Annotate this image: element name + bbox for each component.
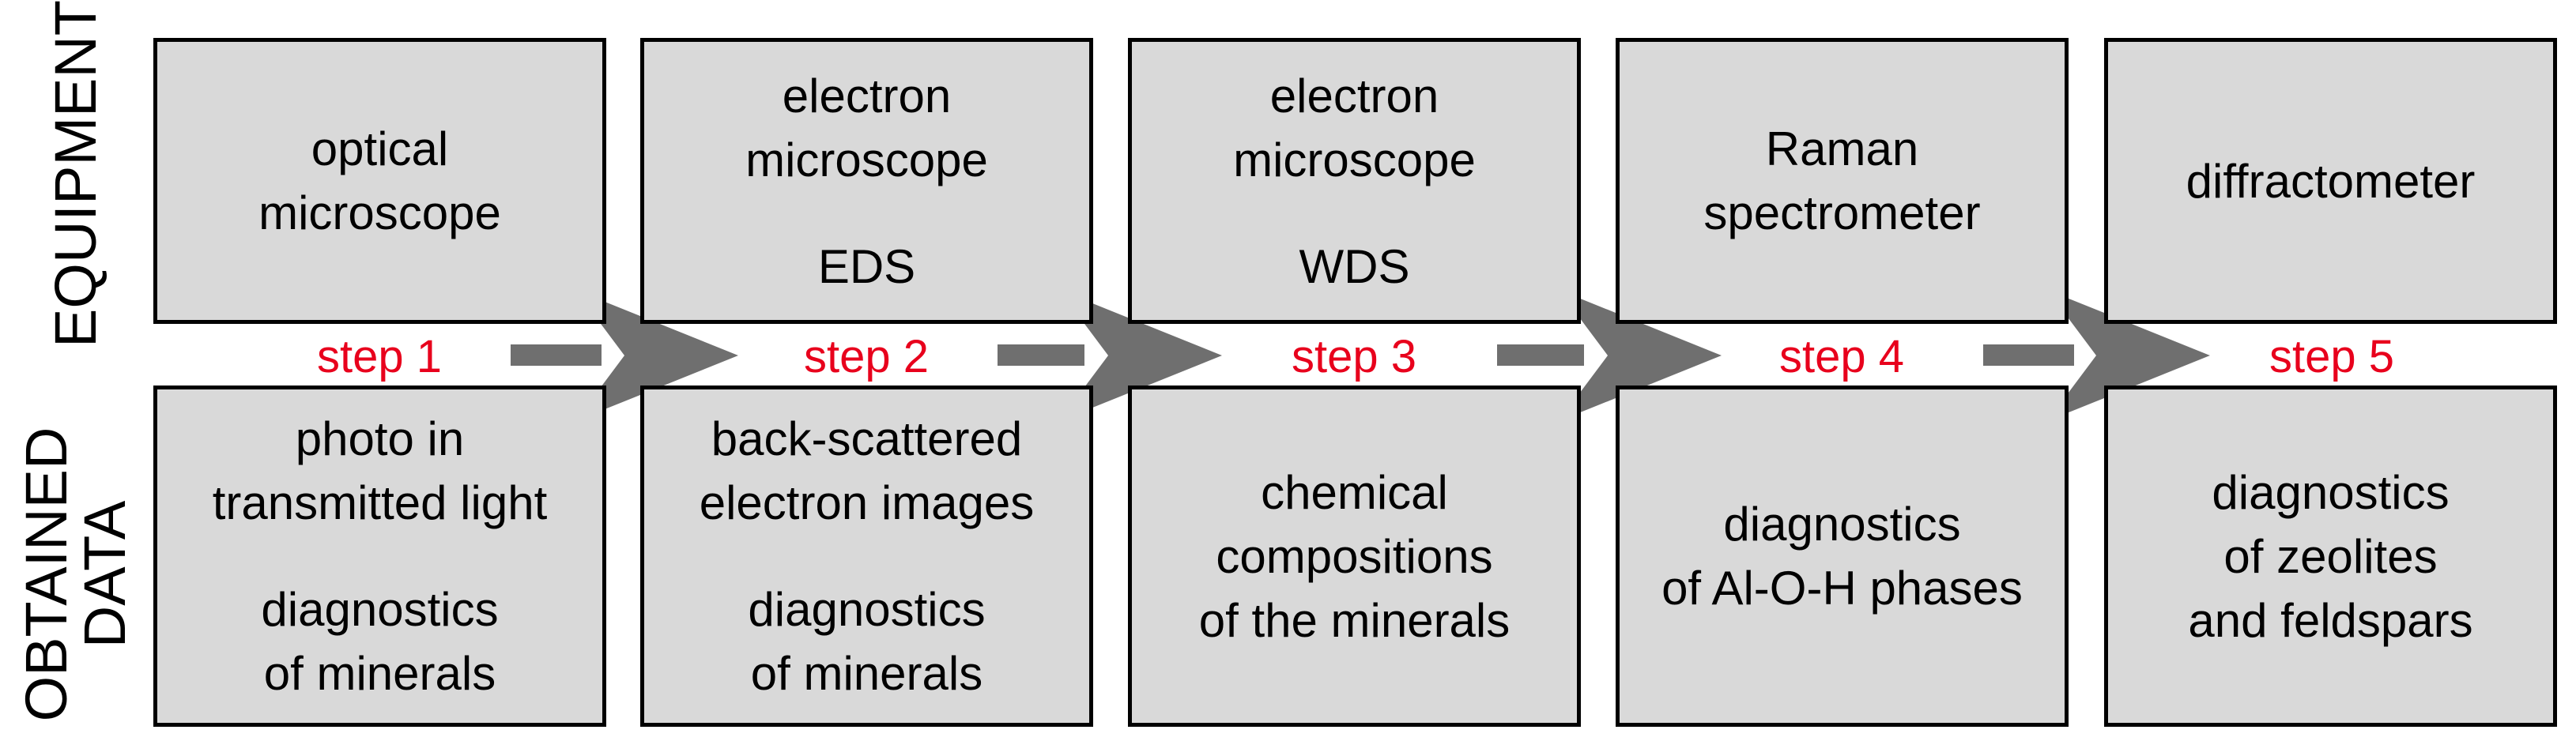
equipment-text: optical xyxy=(311,122,449,175)
data-text: of zeolites xyxy=(2223,529,2438,583)
data-box-step1: photo in transmitted light diagnostics o… xyxy=(153,386,606,727)
equipment-box-step3: electron microscope WDS xyxy=(1128,38,1581,324)
equipment-text: Raman xyxy=(1765,122,1919,175)
step-label-3: step 3 xyxy=(1292,331,1416,382)
data-text: compositions xyxy=(1216,529,1493,583)
data-text: photo in xyxy=(295,412,465,465)
equipment-text: microscope xyxy=(745,133,988,186)
data-text: of Al-O-H phases xyxy=(1661,562,2023,615)
data-text: chemical xyxy=(1261,465,1448,519)
step-label-4: step 4 xyxy=(1779,331,1904,382)
step-label-2: step 2 xyxy=(804,331,929,382)
data-text: of minerals xyxy=(263,647,496,700)
data-text: of the minerals xyxy=(1198,593,1511,647)
data-text: back-scattered xyxy=(711,412,1023,465)
data-box-step5: diagnostics of zeolites and feldspars xyxy=(2104,386,2557,727)
arrow-step3-to-step4 xyxy=(1497,290,1722,421)
equipment-box-step5: diffractometer xyxy=(2104,38,2557,324)
data-text: diagnostics xyxy=(2212,465,2450,519)
data-text: transmitted light xyxy=(212,476,548,529)
equipment-text: EDS xyxy=(817,239,916,293)
arrow-step2-to-step3 xyxy=(998,290,1222,421)
data-text: diagnostics xyxy=(261,583,499,636)
data-text: of minerals xyxy=(750,647,983,700)
equipment-text: WDS xyxy=(1299,239,1410,293)
data-box-step2: back-scattered electron images diagnosti… xyxy=(640,386,1093,727)
equipment-box-step2: electron microscope EDS xyxy=(640,38,1093,324)
data-text: diagnostics xyxy=(1723,498,1961,551)
equipment-text: electron xyxy=(1269,69,1439,122)
arrow-step1-to-step2 xyxy=(511,290,738,421)
data-text: and feldspars xyxy=(2188,593,2473,647)
equipment-text: microscope xyxy=(1233,133,1476,186)
equipment-box-step4: Raman spectrometer xyxy=(1616,38,2069,324)
data-box-step4: diagnostics of Al-O-H phases xyxy=(1616,386,2069,727)
data-text: electron images xyxy=(699,476,1035,529)
equipment-box-step1: optical microscope xyxy=(153,38,606,324)
equipment-text: diffractometer xyxy=(2186,154,2476,208)
equipment-text: electron xyxy=(782,69,952,122)
arrow-step4-to-step5 xyxy=(1983,290,2210,421)
equipment-text: spectrometer xyxy=(1703,186,1981,239)
data-box-step3: chemical compositions of the minerals xyxy=(1128,386,1581,727)
step-label-5: step 5 xyxy=(2269,331,2394,382)
equipment-text: microscope xyxy=(258,186,501,239)
step-label-1: step 1 xyxy=(317,331,442,382)
data-text: diagnostics xyxy=(748,583,986,636)
